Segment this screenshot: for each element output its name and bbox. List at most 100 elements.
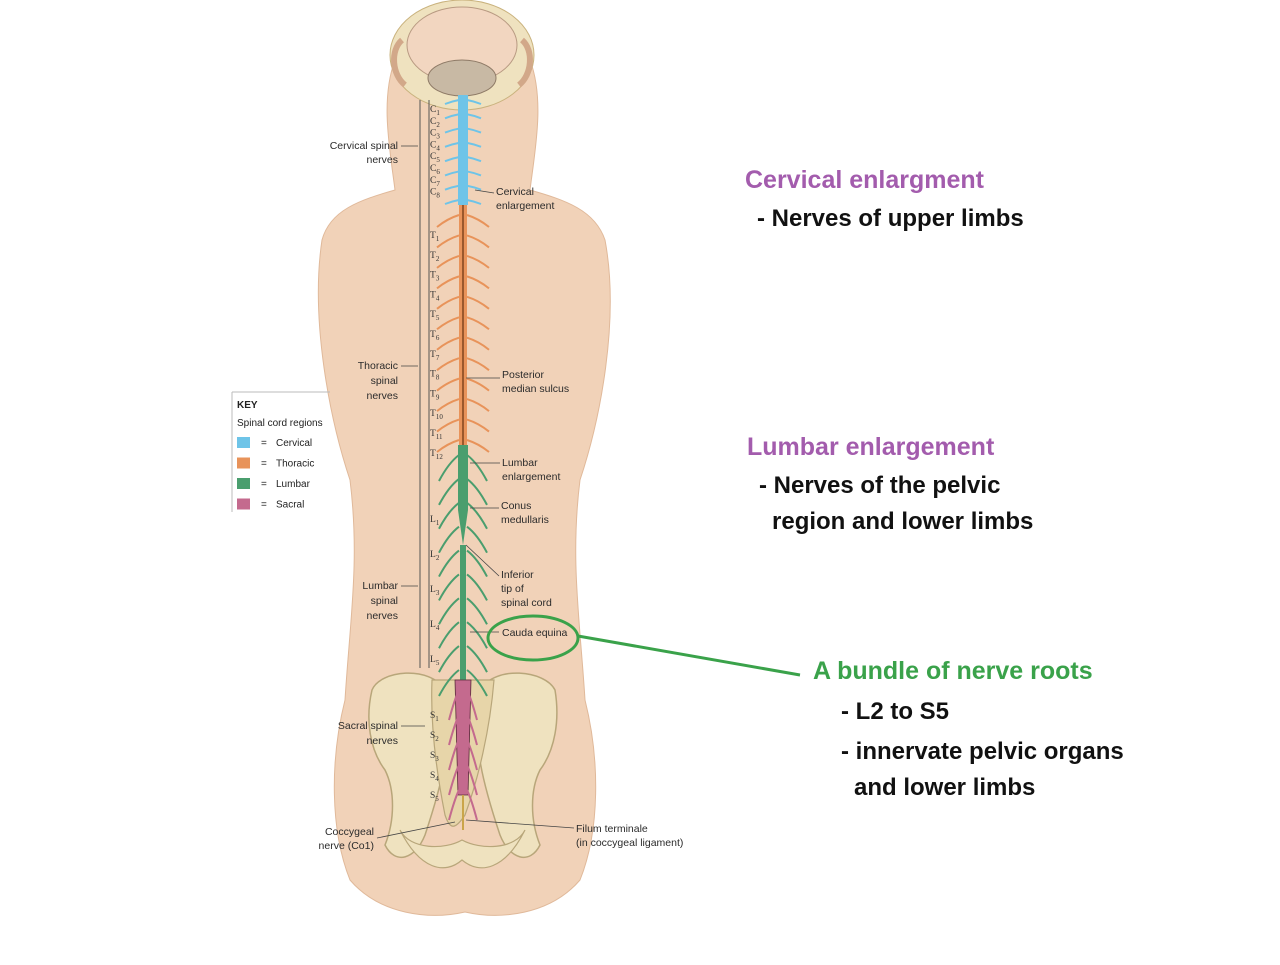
segment-label-s4: S4	[430, 771, 439, 783]
color-key: KEY Spinal cord regions =Cervical=Thorac…	[231, 391, 330, 512]
sacral-nerve-branch	[448, 689, 460, 721]
thoracic-nerve-branch	[466, 275, 490, 290]
segment-label-t1: T1	[430, 231, 440, 243]
sacral-nerve-branch	[466, 689, 478, 721]
segment-label-s1: S1	[430, 711, 439, 723]
segment-label-t5: T5	[430, 310, 440, 322]
lumbar-nerve-branch	[466, 525, 488, 554]
sacral-nerve-branch	[466, 764, 478, 796]
key-equals: =	[261, 500, 267, 511]
lumbar-nerve-branch	[438, 525, 460, 554]
ischium	[399, 829, 526, 869]
key-label: Sacral	[276, 500, 304, 511]
thoracic-nerve-branch	[436, 254, 460, 269]
cervical-nerve-branch	[444, 113, 460, 120]
cord-lumbar	[458, 445, 468, 510]
key-swatch	[237, 437, 250, 448]
thoracic-nerve-branch	[466, 377, 490, 392]
cervical-nerve-branch	[444, 170, 460, 177]
lumbar-nerve-branch	[438, 597, 460, 625]
thoracic-nerve-branch	[436, 377, 460, 392]
lumbar-nerve-branch	[438, 669, 460, 697]
pelvis	[368, 672, 558, 869]
segment-label-c6: C6	[430, 164, 440, 176]
cervical-nerve-branch	[444, 127, 460, 134]
key-swatch	[237, 498, 250, 510]
lumbar-nerve-branch	[438, 573, 460, 601]
note-heading: Lumbar enlargement	[747, 433, 995, 461]
thoracic-nerve-branch	[466, 398, 490, 412]
segment-label-c3: C3	[430, 129, 440, 141]
segment-label-t4: T4	[430, 290, 440, 302]
segment-label-l3: L3	[430, 585, 440, 597]
note-heading: Cervical enlargment	[745, 166, 984, 194]
spinal-nerves	[436, 99, 490, 821]
key-label: Thoracic	[276, 459, 314, 470]
segment-label-t9: T9	[430, 389, 440, 401]
thoracic-nerve-branch	[436, 336, 460, 351]
note-bullet: - innervate pelvic organs	[841, 738, 1124, 765]
sacral-nerve-branch	[448, 739, 460, 771]
note-cervical-enlargement: Cervical enlargment - Nerves of upper li…	[745, 166, 1024, 233]
lumbar-nerve-branch	[466, 573, 488, 601]
cervical-nerve-branch	[466, 156, 482, 163]
note-bullet: - Nerves of upper limbs	[757, 205, 1024, 232]
segment-label-t10: T10	[430, 409, 443, 421]
thoracic-nerve-branch	[466, 357, 490, 371]
key-title: KEY	[237, 400, 258, 411]
sacral-nerve-branch	[448, 764, 460, 796]
segment-label-t8: T8	[430, 370, 440, 382]
cervical-nerve-branch	[466, 199, 482, 205]
cervical-nerve-branch	[466, 141, 482, 148]
segment-label-t11: T11	[430, 429, 443, 441]
note-bullet: - Nerves of the pelvic	[759, 472, 1001, 499]
lumbar-nerve-branch	[438, 549, 460, 578]
thoracic-nerve-branch	[466, 295, 490, 310]
note-bullet: and lower limbs	[854, 774, 1036, 801]
sacral-nerve-branch	[466, 739, 478, 771]
segment-label-c1: C1	[430, 105, 440, 117]
cervical-nerve-branch	[466, 127, 482, 134]
sacral-nerve-branch	[466, 714, 478, 746]
lumbar-nerve-branch	[438, 621, 460, 649]
thoracic-nerve-branch	[466, 234, 490, 249]
cervical-nerve-branch	[444, 141, 460, 148]
key-subtitle: Spinal cord regions	[237, 418, 323, 429]
segment-label-c8: C8	[430, 188, 440, 200]
key-swatch	[237, 478, 250, 489]
lumbar-nerve-branch	[466, 549, 488, 578]
lumbar-nerve-branch	[438, 501, 460, 530]
cervical-nerve-branch	[466, 170, 482, 177]
note-lumbar-enlargement: Lumbar enlargement - Nerves of the pelvi…	[747, 433, 1033, 536]
segment-label-c5: C5	[430, 152, 440, 164]
cervical-nerve-branch	[466, 113, 482, 120]
segment-label-c4: C4	[430, 140, 440, 152]
thoracic-nerve-branch	[436, 439, 460, 453]
segment-label-t6: T6	[430, 330, 440, 342]
cervical-nerve-branch	[444, 99, 460, 105]
key-equals: =	[261, 438, 267, 449]
segment-label-t7: T7	[430, 350, 440, 362]
lumbar-nerve-branch	[438, 645, 460, 673]
cervical-nerve-branch	[444, 199, 460, 205]
cerebellum	[427, 59, 497, 97]
thoracic-nerve-branch	[466, 214, 490, 228]
segment-label-t12: T12	[430, 449, 443, 461]
key-label: Lumbar	[276, 479, 311, 490]
cauda-equina-bundle	[454, 679, 472, 796]
